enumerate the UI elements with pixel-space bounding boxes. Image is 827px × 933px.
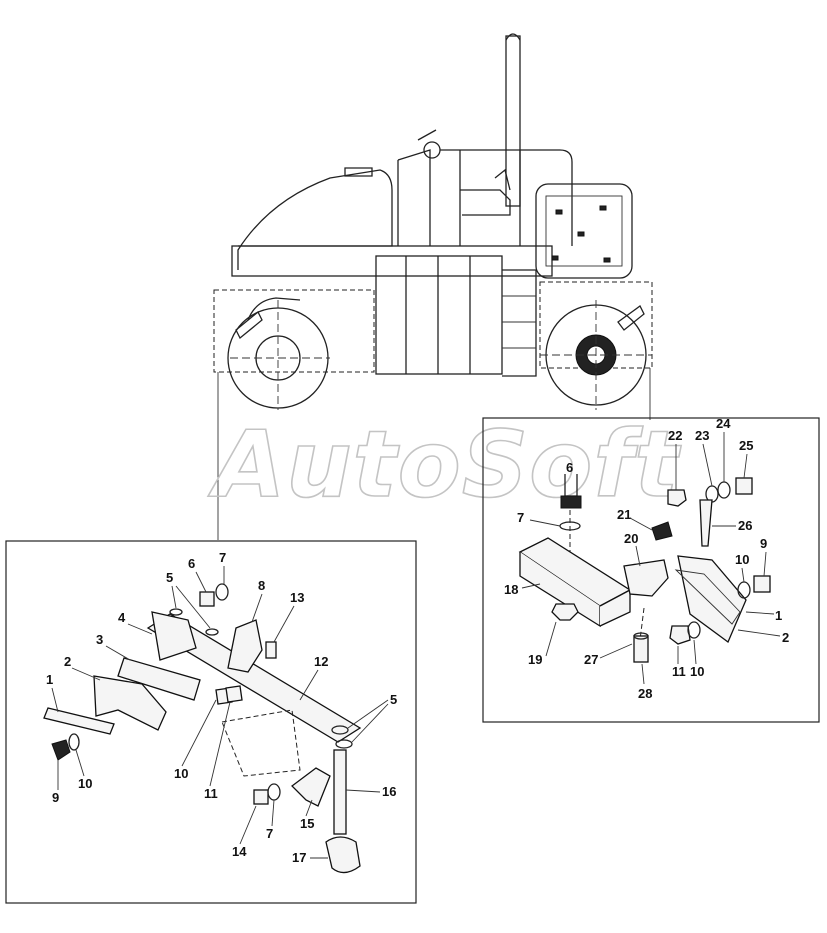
right-detail-panel (482, 417, 820, 723)
left-detail-panel (5, 540, 417, 904)
callout-label: 11 (672, 664, 686, 679)
callout-label: 6 (566, 460, 573, 475)
right-panel-parts (518, 474, 771, 663)
callout-label: 9 (760, 536, 767, 551)
left-callouts: 6 7 5 8 13 4 3 12 2 1 5 10 9 10 11 16 15… (46, 550, 397, 865)
callout-label: 8 (258, 578, 265, 593)
callout-label: 25 (739, 438, 753, 453)
callout-label: 7 (517, 510, 524, 525)
callout-label: 15 (300, 816, 314, 831)
callout-label: 14 (232, 844, 247, 859)
callout-label: 7 (266, 826, 273, 841)
callout-label: 10 (690, 664, 704, 679)
callout-label: 10 (78, 776, 92, 791)
callout-label: 20 (624, 531, 638, 546)
callout-label: 23 (695, 428, 709, 443)
right-callouts: 6 7 18 19 21 20 22 23 24 25 26 10 9 1 2 … (504, 416, 789, 701)
callout-label: 26 (738, 518, 752, 533)
callout-label: 5 (390, 692, 397, 707)
callout-label: 16 (382, 784, 396, 799)
callout-label: 13 (290, 590, 304, 605)
roller-vehicle-drawing (213, 33, 653, 540)
callout-label: 27 (584, 652, 598, 667)
callout-label: 18 (504, 582, 518, 597)
callout-label: 7 (219, 550, 226, 565)
callout-label: 3 (96, 632, 103, 647)
callout-label: 10 (174, 766, 188, 781)
callout-label: 5 (166, 570, 173, 585)
callout-label: 17 (292, 850, 306, 865)
callout-label: 24 (716, 416, 731, 431)
callout-label: 1 (775, 608, 782, 623)
callout-label: 10 (735, 552, 749, 567)
callout-label: 2 (782, 630, 789, 645)
callout-label: 22 (668, 428, 682, 443)
callout-label: 21 (617, 507, 631, 522)
callout-label: 11 (204, 786, 218, 801)
callout-label: 4 (118, 610, 126, 625)
callout-label: 1 (46, 672, 53, 687)
left-panel-parts (43, 583, 362, 874)
callout-label: 28 (638, 686, 652, 701)
callout-label: 6 (188, 556, 195, 571)
watermark-text: AutoSoft (208, 411, 681, 518)
right-leader-lines (521, 432, 781, 685)
left-leader-lines (51, 566, 389, 859)
callout-label: 9 (52, 790, 59, 805)
callout-label: 12 (314, 654, 328, 669)
callout-label: 19 (528, 652, 542, 667)
callout-label: 2 (64, 654, 71, 669)
